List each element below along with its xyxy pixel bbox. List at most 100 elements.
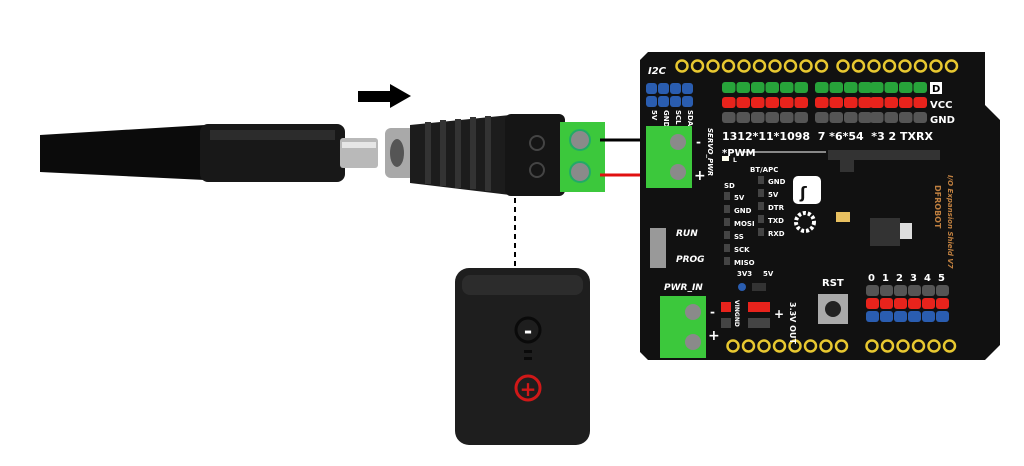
pin-header (866, 311, 879, 322)
pin-header (870, 112, 884, 123)
plus-symbol-icon (514, 374, 542, 402)
pin-header (751, 82, 765, 93)
i2c-pin-label: SCL (674, 110, 682, 125)
pin-header (765, 112, 779, 123)
pin-header (751, 112, 765, 123)
pin-header (908, 298, 921, 309)
analog-pin-label: 3 (910, 273, 917, 284)
header-pin (741, 339, 756, 353)
row-label-d: D (932, 84, 940, 95)
pin-header (722, 82, 736, 93)
pin-header (858, 82, 872, 93)
i2c-label: I2C (648, 66, 667, 77)
pin-header (899, 112, 913, 123)
header-pin (726, 339, 740, 353)
pin-header (913, 112, 927, 123)
run-prog-switch[interactable] (650, 228, 666, 268)
pin-header (682, 83, 693, 94)
sd-label: SD (724, 182, 735, 190)
header-pin (880, 339, 895, 353)
brand-label: DFROBOT (933, 185, 942, 229)
dc-plug-cable (40, 124, 378, 182)
dc-jack-adapter (385, 114, 605, 196)
header-pin (788, 339, 802, 353)
pwr-plus: + (708, 328, 720, 344)
servo-pwr-label: SERVO_PWR (706, 128, 714, 176)
pin-header (815, 112, 829, 123)
header-pin (944, 59, 959, 73)
pin-header (894, 311, 907, 322)
sd-pin-label: SS (734, 233, 744, 241)
header-pin (867, 59, 881, 73)
pin-header (670, 83, 681, 94)
header-pin (836, 59, 850, 73)
3v3-label: 3V3 (737, 270, 752, 278)
pin-header (858, 97, 872, 108)
pin-header (880, 298, 893, 309)
bt-pin-label: GND (768, 178, 786, 186)
3v3-out-label: 3.3V OUT (788, 302, 797, 344)
led-label: L (733, 157, 737, 164)
header-pin (675, 59, 689, 73)
prog-label: PROG (676, 255, 705, 265)
io-expansion-shield: I2C 5V GND SCL SDA D VCC GND 1312*11*109… (640, 52, 1000, 360)
header-pin (913, 59, 928, 73)
header-pin (799, 59, 813, 73)
polarity-closeup: - + (455, 268, 590, 445)
servo-plus: + (694, 168, 706, 184)
header-pin (814, 59, 829, 73)
servo-minus: - (696, 135, 701, 149)
model-label: I/O Expansion Shield V7 (946, 175, 954, 269)
pin-header (908, 285, 921, 296)
pin-header (736, 112, 750, 123)
pin-header (765, 97, 779, 108)
pin-header (866, 285, 879, 296)
pin-header (913, 97, 927, 108)
pwr-in-label: PWR_IN (664, 283, 703, 293)
pin-header (646, 96, 657, 107)
pin-header (844, 82, 858, 93)
pin-header (765, 82, 779, 93)
pin-header (736, 82, 750, 93)
header-pin (865, 339, 879, 353)
pin-header (870, 82, 884, 93)
header-pin (927, 339, 941, 353)
header-pin (942, 339, 957, 353)
header-pin (772, 339, 787, 353)
header-pin (690, 59, 705, 73)
pin-header (936, 285, 949, 296)
pin-header (858, 112, 872, 123)
analog-pin-label: 2 (896, 273, 903, 284)
pin-header (815, 82, 829, 93)
pin-header (894, 298, 907, 309)
pin-header (894, 285, 907, 296)
pin-header (922, 311, 935, 322)
pin-header (884, 112, 898, 123)
i2c-pin-label: SDA (686, 110, 694, 127)
pin-header (722, 112, 736, 123)
pin-header (844, 97, 858, 108)
i2c-pin-label: 5V (650, 110, 658, 121)
pwm-label: *PWM (722, 148, 756, 159)
bt-pin-label: DTR (768, 204, 785, 212)
pin-header (682, 96, 693, 107)
header-pin (896, 339, 910, 353)
header-pin (803, 339, 818, 353)
sd-pin-label: SCK (734, 246, 750, 254)
header-pin (757, 339, 771, 353)
pin-header (736, 97, 750, 108)
pin-header (922, 285, 935, 296)
digital-pin-labels: 1312*11*1098 7 *6*54 *3 2 TXRX (722, 130, 933, 143)
pin-header (870, 97, 884, 108)
header-pin (752, 59, 767, 73)
pin-header (899, 82, 913, 93)
header-pin (737, 59, 751, 73)
closeup-plus: + (520, 377, 537, 401)
pin-header (646, 83, 657, 94)
direction-arrow-icon (358, 84, 411, 108)
sd-pin-label: 5V (734, 194, 745, 202)
pin-header (829, 97, 843, 108)
header-pin (851, 59, 866, 73)
bt-pin-label: TXD (768, 217, 784, 225)
